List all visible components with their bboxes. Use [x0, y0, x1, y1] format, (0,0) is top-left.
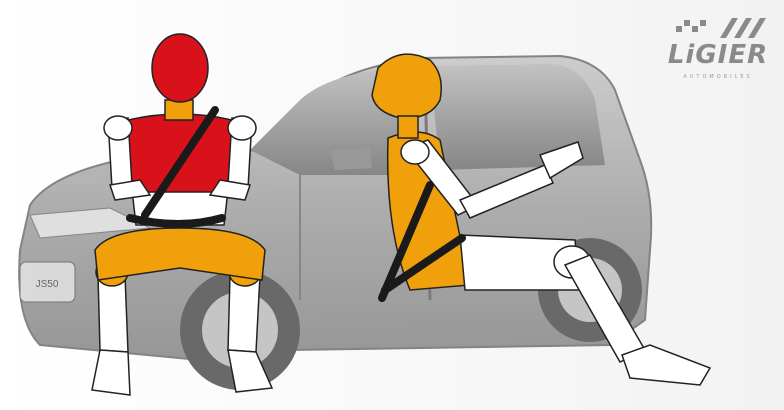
checkered-flag-icon	[658, 14, 778, 42]
svg-text:JS50: JS50	[36, 279, 59, 290]
logo-brand: LiGIER	[658, 40, 778, 70]
ligier-logo: LiGIER AUTOMOBILES	[658, 14, 778, 94]
logo-tagline: AUTOMOBILES	[658, 74, 778, 80]
